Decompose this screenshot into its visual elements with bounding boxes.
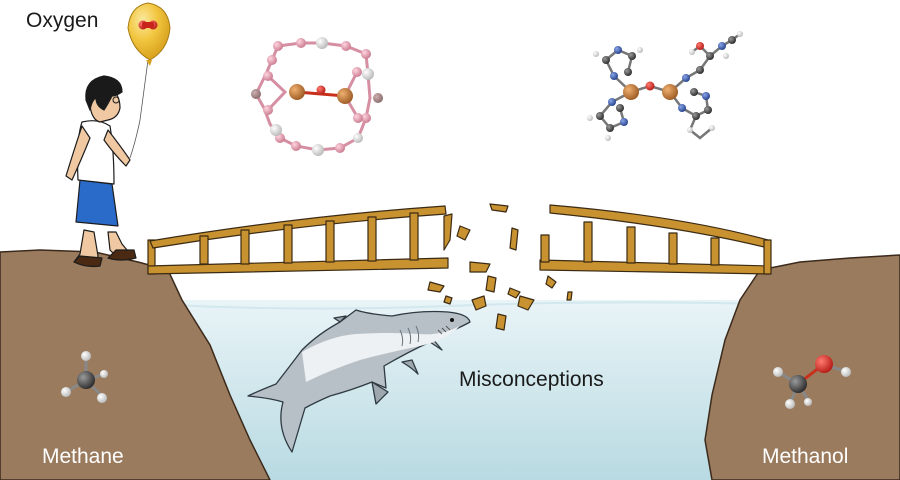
right-cliff bbox=[704, 254, 900, 480]
bridge-right-half bbox=[539, 204, 772, 275]
boy bbox=[65, 75, 137, 268]
copper-boron-cluster-molecule bbox=[251, 37, 383, 156]
methane-label: Methane bbox=[42, 445, 124, 468]
methanol-label: Methanol bbox=[762, 445, 849, 468]
methanol-molecule bbox=[773, 355, 851, 409]
oxygen-balloon bbox=[127, 2, 171, 159]
shark bbox=[247, 309, 471, 453]
methane-molecule bbox=[61, 351, 108, 403]
misconceptions-label: Misconceptions bbox=[459, 368, 604, 391]
bridge-debris bbox=[427, 203, 573, 331]
broken-bridge bbox=[147, 203, 772, 331]
o2-molecule-icon bbox=[138, 20, 158, 30]
bridge-left-half bbox=[147, 205, 453, 275]
oxygen-label: Oxygen bbox=[26, 9, 99, 32]
copper-histidine-molecule bbox=[587, 31, 743, 141]
